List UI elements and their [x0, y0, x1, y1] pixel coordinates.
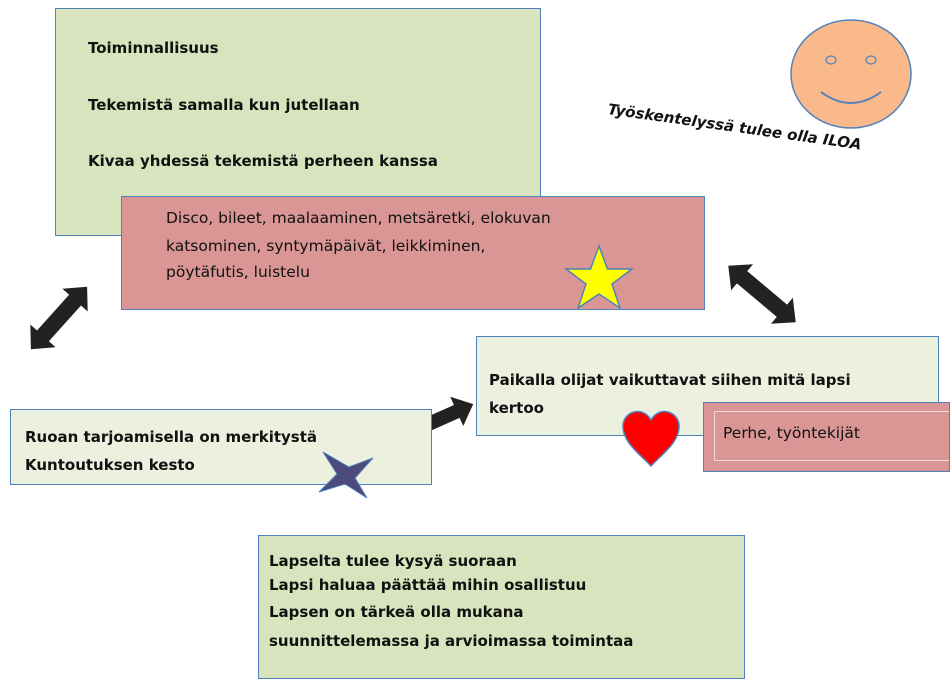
smiley-icon: [790, 19, 912, 129]
double-arrow-icon: [30, 286, 88, 350]
fun-line-1: Disco, bileet, maalaaminen, metsäretki, …: [166, 209, 551, 227]
food-line-1: Ruoan tarjoamisella on merkitystä: [25, 428, 318, 446]
child-line-3: Lapsen on tärkeä olla mukana: [269, 603, 524, 621]
child-line-4: suunnittelemassa ja arvioimassa toiminta…: [269, 632, 634, 650]
food-line-2: Kuntoutuksen kesto: [25, 456, 195, 474]
activity-line-1: Toiminnallisuus: [88, 39, 219, 57]
child-line-2: Lapsi haluaa päättää mihin osallistuu: [269, 576, 587, 594]
presence-line-2: kertoo: [489, 399, 544, 417]
fun-line-2: katsominen, syntymäpäivät, leikkiminen,: [166, 237, 486, 255]
presence-line-1: Paikalla olijat vaikuttavat siihen mitä …: [489, 371, 851, 389]
family-box: Perhe, työntekijät: [703, 402, 950, 472]
child-line-1: Lapselta tulee kysyä suoraan: [269, 552, 517, 570]
food-box: Ruoan tarjoamisella on merkitystä Kuntou…: [10, 409, 432, 485]
star-icon: [563, 243, 635, 310]
heart-icon: [622, 410, 680, 468]
double-arrow-icon: [728, 264, 796, 324]
child-box: Lapselta tulee kysyä suoraan Lapsi halua…: [258, 535, 745, 679]
activity-line-3: Kivaa yhdessä tekemistä perheen kanssa: [88, 152, 438, 170]
four-point-star-icon: [318, 451, 374, 499]
activity-line-2: Tekemistä samalla kun jutellaan: [88, 96, 360, 114]
fun-line-3: pöytäfutis, luistelu: [166, 263, 310, 281]
family-text: Perhe, työntekijät: [723, 424, 860, 442]
